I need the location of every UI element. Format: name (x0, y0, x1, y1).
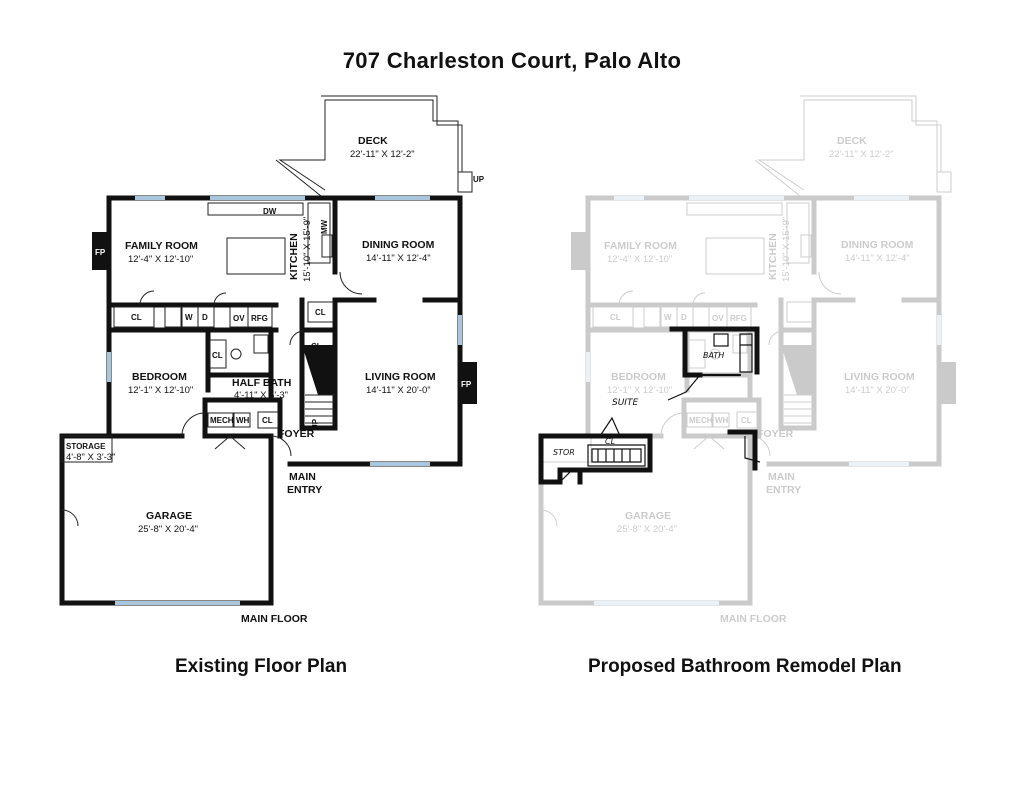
up-label: UP (311, 418, 320, 430)
refrigerator-label: RFG (251, 314, 268, 323)
storage-annotation: STOR (553, 448, 575, 457)
closet-label: CL (741, 416, 752, 425)
storage-dims: 4'-8" X 3'-3" (66, 452, 115, 463)
main-entry-label-line2: ENTRY (766, 484, 801, 496)
proposed-plan-title: Proposed Bathroom Remodel Plan (588, 656, 902, 677)
mech-label: MECH (210, 416, 234, 425)
page-title: 707 Charleston Court, Palo Alto (342, 48, 682, 73)
closet-label: CL (311, 342, 322, 351)
microwave-label: MW (320, 219, 329, 234)
garage-dims: 25'-8" X 20'-4" (617, 524, 677, 535)
closet-annotation: CL (605, 437, 615, 446)
existing-floor-plan: DECK 22'-11" X 12'-2" FAMILY ROOM 12'-4"… (62, 96, 485, 625)
bedroom-label: BEDROOM (611, 371, 666, 383)
dining-room-dims: 14'-11" X 12'-4" (845, 253, 910, 264)
closet-label: CL (262, 416, 273, 425)
deck-dims: 22'-11" X 12'-2" (350, 149, 415, 160)
kitchen-label: KITCHEN (767, 233, 779, 280)
main-entry-label-line2: ENTRY (287, 484, 322, 496)
bedroom-dims: 12'-1" X 12'-10" (128, 385, 193, 396)
main-entry-label-line1: MAIN (768, 471, 795, 483)
garage-label: GARAGE (146, 510, 192, 522)
fireplace-label: FP (95, 248, 106, 257)
proposed-floor-plan: DECK 22'-11" X 12'-2" FAMILY ROOM 12'-4"… (538, 96, 956, 625)
family-room-label: FAMILY ROOM (604, 240, 677, 252)
dining-room-dims: 14'-11" X 12'-4" (366, 253, 431, 264)
washer-label: W (185, 313, 193, 322)
washer-label: W (664, 313, 672, 322)
dryer-label: D (681, 313, 687, 322)
floor-label: MAIN FLOOR (720, 613, 787, 625)
up-label: UP (473, 175, 485, 184)
family-room-dims: 12'-4" X 12'-10" (128, 254, 193, 265)
bath-annotation: BATH (703, 351, 724, 360)
family-room-label: FAMILY ROOM (125, 240, 198, 252)
dryer-label: D (202, 313, 208, 322)
deck-label: DECK (837, 135, 867, 147)
oven-label: OV (712, 314, 724, 323)
closet-label: CL (131, 313, 142, 322)
fireplace-label: FP (461, 380, 472, 389)
bedroom-dims: 12'-1" X 12'-10" (607, 385, 672, 396)
existing-plan-title: Existing Floor Plan (175, 656, 348, 677)
floor-label: MAIN FLOOR (241, 613, 308, 625)
deck-label: DECK (358, 135, 388, 147)
storage-label: STORAGE (66, 442, 106, 451)
living-room-dims: 14'-11" X 20'-0" (845, 385, 910, 396)
living-room-dims: 14'-11" X 20'-0" (366, 385, 431, 396)
dishwasher-label: DW (263, 207, 277, 216)
dining-room-label: DINING ROOM (841, 239, 914, 251)
mech-label: MECH (689, 416, 713, 425)
remodel-sketch: BATH SUITE STOR CL (538, 326, 761, 485)
oven-label: OV (233, 314, 245, 323)
closet-label: CL (315, 308, 326, 317)
water-heater-label: WH (236, 416, 250, 425)
garage-label: GARAGE (625, 510, 671, 522)
water-heater-label: WH (715, 416, 729, 425)
half-bath-label: HALF BATH (232, 377, 291, 389)
refrigerator-label: RFG (730, 314, 747, 323)
suite-annotation: SUITE (612, 398, 638, 408)
closet-label: CL (610, 313, 621, 322)
foyer-label: FOYER (278, 428, 315, 440)
foyer-label: FOYER (757, 428, 794, 440)
bedroom-label: BEDROOM (132, 371, 187, 383)
kitchen-label: KITCHEN (288, 233, 300, 280)
closet-label: CL (212, 351, 223, 360)
living-room-label: LIVING ROOM (844, 371, 915, 383)
kitchen-dims: 15'-10" X 15'-9" (781, 217, 792, 282)
living-room-label: LIVING ROOM (365, 371, 436, 383)
family-room-dims: 12'-4" X 12'-10" (607, 254, 672, 265)
kitchen-dims: 15'-10" X 15'-9" (302, 217, 313, 282)
half-bath-dims: 4'-11" X 5'-3" (234, 390, 288, 401)
main-entry-label-line1: MAIN (289, 471, 316, 483)
deck-dims: 22'-11" X 12'-2" (829, 149, 894, 160)
garage-dims: 25'-8" X 20'-4" (138, 524, 198, 535)
dining-room-label: DINING ROOM (362, 239, 435, 251)
